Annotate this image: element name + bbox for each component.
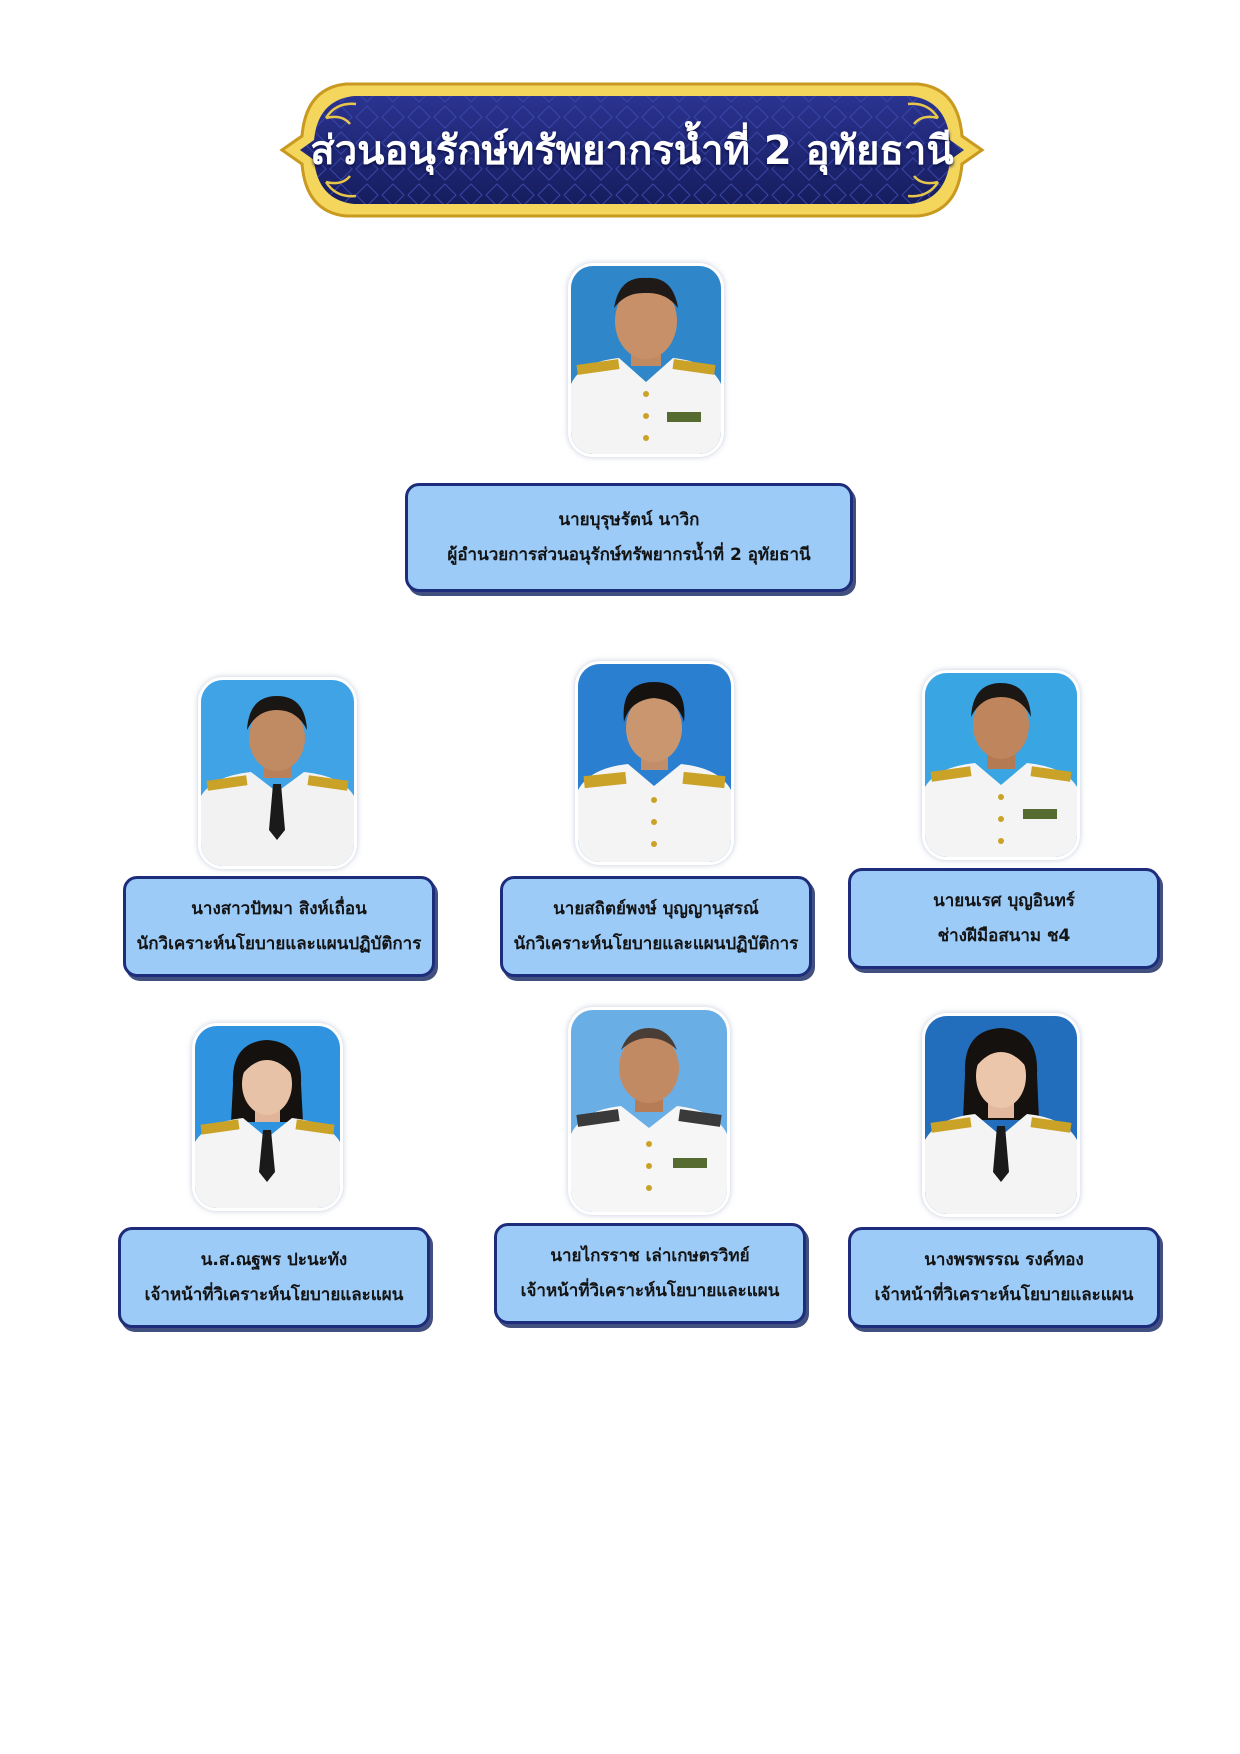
staff-photo: [201, 680, 354, 866]
staff-position: นักวิเคราะห์นโยบายและแผนปฏิบัติการ: [136, 933, 422, 954]
staff-card: นายนเรศ บุญอินทร์ ช่างฝีมือสนาม ช4: [848, 868, 1160, 969]
staff-position: นักวิเคราะห์นโยบายและแผนปฏิบัติการ: [513, 933, 799, 954]
staff-photo: [571, 1010, 727, 1212]
staff-position: ช่างฝีมือสนาม ช4: [937, 925, 1071, 946]
staff-position: เจ้าหน้าที่วิเคราะห์นโยบายและแผน: [520, 1280, 780, 1301]
ornament-icon: [324, 102, 357, 125]
staff-position: เจ้าหน้าที่วิเคราะห์นโยบายและแผน: [874, 1284, 1134, 1305]
staff-card: น.ส.ณฐพร ปะนะทัง เจ้าหน้าที่วิเคราะห์นโย…: [118, 1227, 430, 1328]
staff-name: น.ส.ณฐพร ปะนะทัง: [200, 1249, 348, 1270]
ornament-icon: [907, 102, 940, 125]
staff-name: นายสถิตย์พงษ์ บุญญานุสรณ์: [553, 898, 759, 919]
director-position: ผู้อำนวยการส่วนอนุรักษ์ทรัพยากรน้ำที่ 2 …: [447, 544, 811, 565]
staff-card: นายสถิตย์พงษ์ บุญญานุสรณ์ นักวิเคราะห์นโ…: [500, 876, 812, 977]
staff-card: นางสาวปัทมา สิงห์เถื่อน นักวิเคราะห์นโยบ…: [123, 876, 435, 977]
director-card: นายบุรุษรัตน์ นาวิก ผู้อำนวยการส่วนอนุรั…: [405, 483, 853, 592]
staff-name: นางสาวปัทมา สิงห์เถื่อน: [191, 898, 367, 919]
staff-name: นายนเรศ บุญอินทร์: [933, 890, 1075, 911]
staff-card: นางพรพรรณ รงค์ทอง เจ้าหน้าที่วิเคราะห์นโ…: [848, 1227, 1160, 1328]
staff-card: นายไกรราช เล่าเกษตรวิทย์ เจ้าหน้าที่วิเค…: [494, 1223, 806, 1324]
director-photo: [571, 266, 721, 454]
staff-name: นายไกรราช เล่าเกษตรวิทย์: [550, 1245, 750, 1266]
staff-photo: [925, 673, 1077, 857]
staff-photo: [195, 1026, 340, 1208]
ornament-icon: [907, 175, 940, 198]
staff-name: นางพรพรรณ รงค์ทอง: [924, 1249, 1084, 1270]
staff-photo: [578, 664, 731, 862]
banner-frame: [279, 82, 985, 218]
director-name: นายบุรุษรัตน์ นาวิก: [558, 509, 700, 530]
page-title: ส่วนอนุรักษ์ทรัพยากรน้ำที่ 2 อุทัยธานี: [310, 128, 954, 174]
title-banner: ส่วนอนุรักษ์ทรัพยากรน้ำที่ 2 อุทัยธานี: [276, 78, 988, 222]
staff-photo: [925, 1016, 1077, 1214]
staff-position: เจ้าหน้าที่วิเคราะห์นโยบายและแผน: [144, 1284, 404, 1305]
ornament-icon: [324, 175, 357, 198]
